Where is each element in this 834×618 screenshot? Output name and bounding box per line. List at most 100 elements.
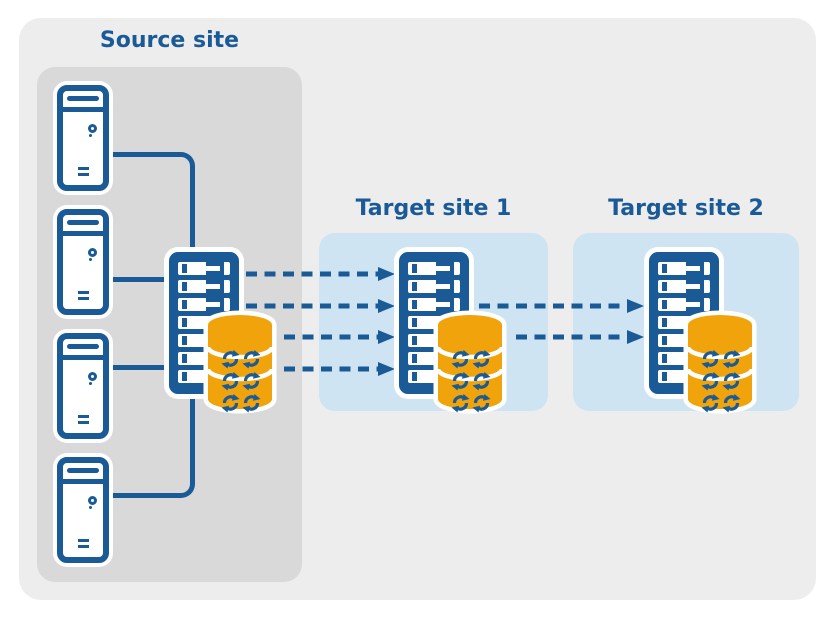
sync-arrows-icon <box>701 372 720 391</box>
source-replicated-database-icon <box>200 310 280 414</box>
sync-arrows-icon <box>701 350 720 369</box>
target2-replicated-database-icon <box>680 310 760 414</box>
slot-led <box>662 336 667 345</box>
slot-led <box>412 372 417 381</box>
tower-drive-bay <box>67 468 99 473</box>
slot-led <box>182 318 187 327</box>
drive-slot <box>408 298 460 311</box>
slot-handle <box>436 262 450 266</box>
power-button-icon <box>88 248 97 261</box>
replication-dashed-arrow <box>282 360 396 382</box>
slot-led <box>412 354 417 363</box>
slot-led <box>662 264 667 273</box>
client-server-tower-icon <box>57 209 109 315</box>
drive-slot <box>178 280 230 293</box>
sync-arrows-icon <box>242 350 261 369</box>
sync-arrows-icon <box>472 350 491 369</box>
sync-arrows-icon <box>451 394 470 413</box>
slot-led <box>662 282 667 291</box>
sync-arrows-icon <box>722 394 741 413</box>
tower-front-divider <box>62 479 104 484</box>
tower-vent <box>78 415 89 418</box>
slot-handle <box>436 298 450 302</box>
slot-handle <box>436 307 450 311</box>
drive-slot <box>178 262 230 275</box>
slot-latch <box>220 298 224 311</box>
slot-handle <box>206 262 220 266</box>
tower-front-divider <box>62 355 104 360</box>
replication-dashed-arrow <box>477 297 645 319</box>
drive-slot <box>658 280 710 293</box>
drive-slot <box>178 298 230 311</box>
sync-arrows-icon <box>472 372 491 391</box>
slot-handle <box>206 280 220 284</box>
tower-drive-bay <box>67 344 99 349</box>
slot-handle <box>206 289 220 293</box>
slot-handle <box>686 289 700 293</box>
sync-arrows-icon <box>221 350 240 369</box>
slot-led <box>412 336 417 345</box>
tower-vent <box>78 167 89 170</box>
slot-led <box>182 264 187 273</box>
tower-vent <box>78 545 89 548</box>
slot-handle <box>436 289 450 293</box>
sync-arrows-icon <box>701 394 720 413</box>
network-connector-line <box>112 396 195 498</box>
sync-arrows-icon <box>242 372 261 391</box>
target-site-1-title: Target site 1 <box>355 196 512 221</box>
slot-latch <box>700 298 704 311</box>
tower-vent <box>78 173 89 176</box>
network-connector-line <box>112 365 172 370</box>
slot-led <box>412 282 417 291</box>
tower-drive-bay <box>67 220 99 225</box>
power-button-icon <box>88 496 97 509</box>
slot-handle <box>686 262 700 266</box>
tower-vent <box>78 421 89 424</box>
replication-dashed-arrow <box>244 265 396 287</box>
sync-arrows-icon <box>221 394 240 413</box>
drive-slot <box>408 280 460 293</box>
slot-led <box>182 300 187 309</box>
slot-led <box>662 354 667 363</box>
target-site-2-title: Target site 2 <box>608 196 764 221</box>
slot-led <box>662 372 667 381</box>
slot-handle <box>206 271 220 275</box>
source-site-title: Source site <box>99 28 240 53</box>
tower-vent <box>78 297 89 300</box>
slot-led <box>182 354 187 363</box>
sync-arrows-icon <box>242 394 261 413</box>
slot-led <box>412 300 417 309</box>
client-server-tower-icon <box>57 333 109 439</box>
replication-dashed-arrow <box>282 328 396 350</box>
drive-slot <box>658 298 710 311</box>
slot-handle <box>686 271 700 275</box>
tower-front-divider <box>62 231 104 236</box>
drive-slot <box>408 262 460 275</box>
slot-led <box>182 336 187 345</box>
tower-vent <box>78 539 89 542</box>
client-server-tower-icon <box>57 85 109 191</box>
slot-led <box>412 318 417 327</box>
sync-arrows-icon <box>221 372 240 391</box>
slot-latch <box>450 298 454 311</box>
slot-handle <box>686 307 700 311</box>
sync-arrows-icon <box>722 350 741 369</box>
power-button-icon <box>88 372 97 385</box>
slot-latch <box>220 280 224 293</box>
slot-led <box>182 372 187 381</box>
replication-dashed-arrow <box>244 297 396 319</box>
slot-handle <box>436 280 450 284</box>
client-server-tower-icon <box>57 457 109 563</box>
slot-latch <box>450 262 454 275</box>
slot-handle <box>686 280 700 284</box>
slot-handle <box>686 298 700 302</box>
sync-arrows-icon <box>472 394 491 413</box>
target1-replicated-database-icon <box>430 310 510 414</box>
network-connector-line <box>112 277 172 282</box>
sync-arrows-icon <box>722 372 741 391</box>
replication-dashed-arrow <box>514 328 645 350</box>
slot-latch <box>220 262 224 275</box>
power-button-icon <box>88 124 97 137</box>
slot-handle <box>436 271 450 275</box>
